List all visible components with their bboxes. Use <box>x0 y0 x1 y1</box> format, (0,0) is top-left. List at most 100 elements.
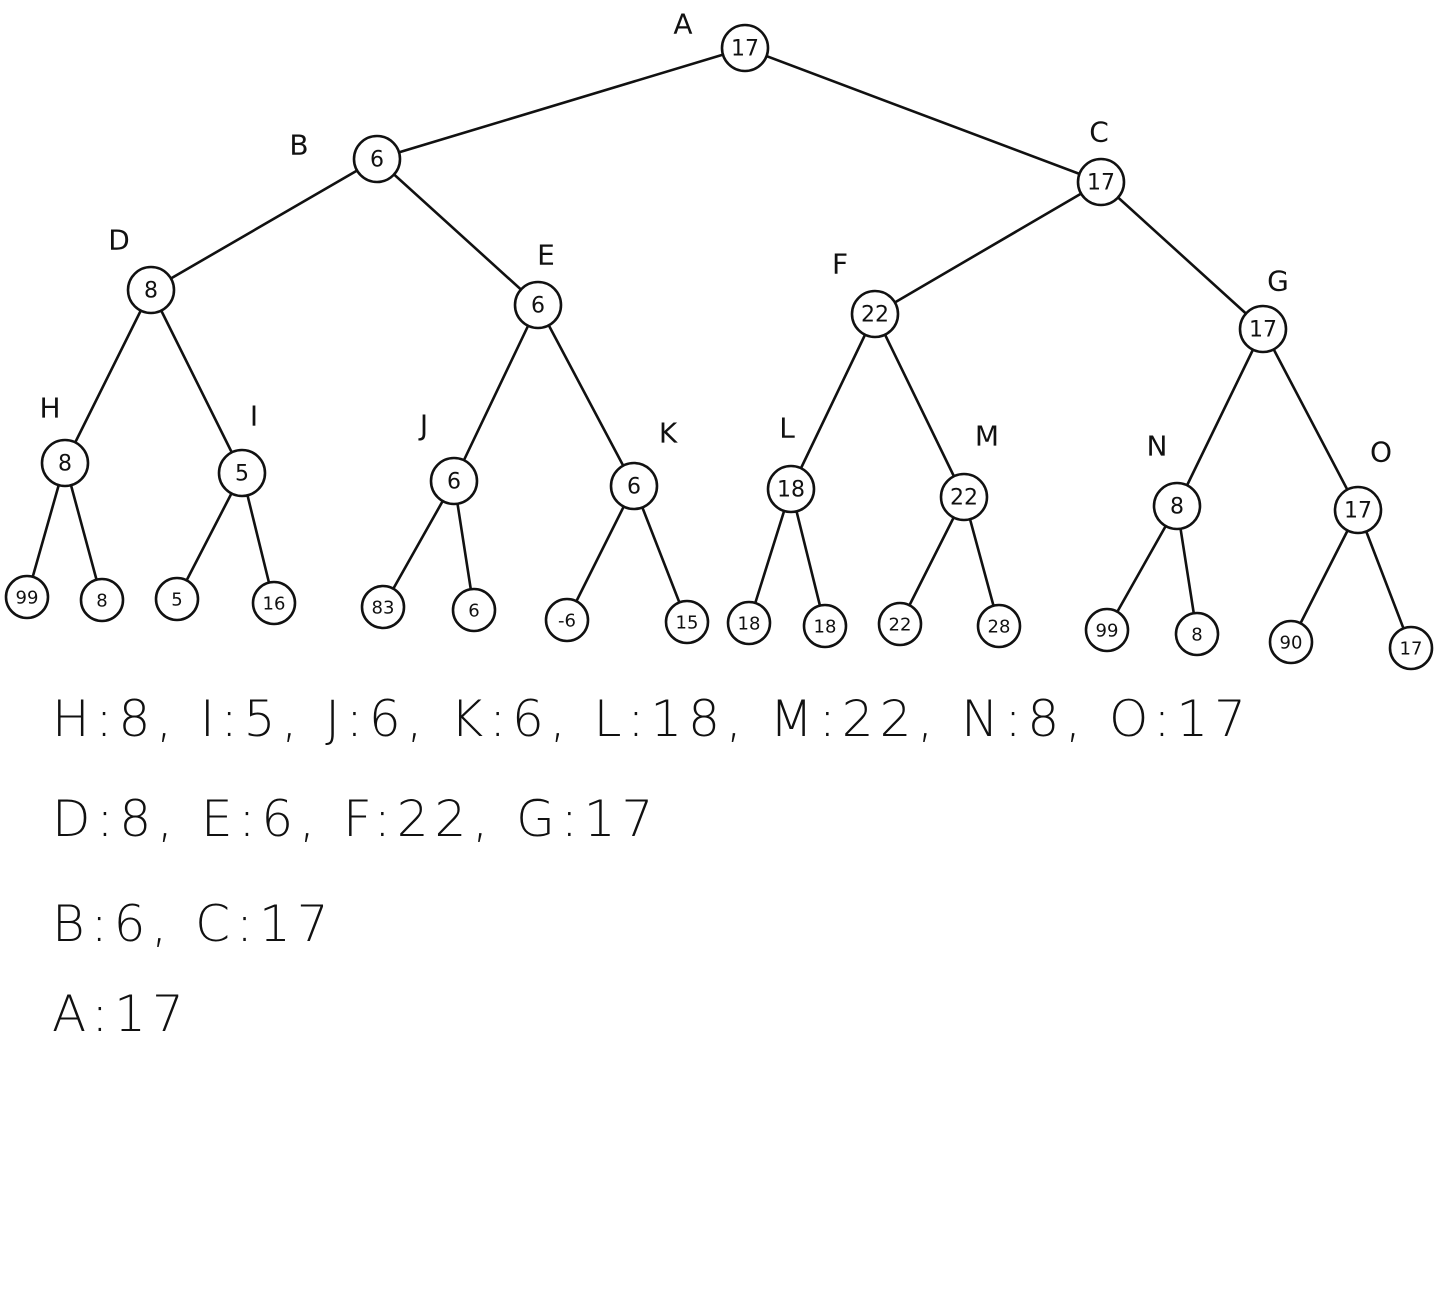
node-circle <box>877 601 923 647</box>
node-label: A <box>673 8 692 41</box>
node-circle <box>939 472 989 522</box>
node-circle <box>360 584 406 630</box>
node-value: 17 <box>731 37 759 62</box>
node-value: 6 <box>370 148 384 173</box>
tree-node-n1: 99 <box>1084 607 1130 653</box>
node-value: 16 <box>263 594 286 615</box>
tree-node-i2: 16 <box>251 580 297 626</box>
tree-node-o1: 90 <box>1268 619 1314 665</box>
node-circle <box>609 461 659 511</box>
tree-node-m: 22 M <box>939 420 999 522</box>
node-circle <box>513 280 563 330</box>
node-label: B <box>289 129 308 162</box>
node-value: 22 <box>950 486 978 511</box>
tree-node-l2: 18 <box>802 603 848 649</box>
node-value: 18 <box>777 478 805 503</box>
node-circle <box>1152 481 1202 531</box>
tree-node-g: 17G <box>1238 265 1289 354</box>
tree-edge-e-j <box>452 303 540 483</box>
node-value: 18 <box>738 614 761 635</box>
node-value: 6 <box>447 470 461 495</box>
node-label: K <box>659 417 678 450</box>
tree-node-j: 6J <box>418 409 479 506</box>
node-circle <box>1333 485 1383 535</box>
tree-edge-b-e <box>375 157 540 307</box>
tree-edge-c-f <box>873 180 1103 316</box>
tree-edge-o-o2 <box>1356 508 1413 650</box>
tree-node-h: 8H <box>39 392 90 488</box>
tree-edge-k-k2 <box>632 484 689 624</box>
node-circle <box>451 587 497 633</box>
node-value: 17 <box>1087 171 1115 196</box>
node-circle <box>429 456 479 506</box>
tree-edge-e-k <box>536 303 636 488</box>
node-value: 15 <box>676 613 699 634</box>
tree-edge-c-g <box>1099 180 1265 331</box>
tree-node-o2: 17 <box>1388 625 1434 671</box>
node-circle <box>720 23 770 73</box>
tree-node-m2: 28 <box>976 603 1022 649</box>
tree-node-c: 17C <box>1076 116 1126 207</box>
tree-node-j1: 83 <box>360 584 406 630</box>
tree-node-h1: 99 <box>4 574 50 620</box>
tree-edge-d-h <box>63 288 153 465</box>
node-circle <box>976 603 1022 649</box>
node-circle <box>1174 611 1220 657</box>
tree-node-m1: 22 <box>877 601 923 647</box>
node-label: J <box>418 409 428 442</box>
tree-node-h2: 8 <box>79 577 125 623</box>
node-value: 8 <box>144 279 158 304</box>
tree-edge-f-l <box>789 312 877 491</box>
node-value: 8 <box>96 591 107 612</box>
node-circle <box>352 134 402 184</box>
node-circle <box>766 464 816 514</box>
tree-edge-g-o <box>1261 327 1360 512</box>
node-label: F <box>832 248 848 281</box>
node-value: 8 <box>58 452 72 477</box>
node-value: 6 <box>531 294 545 319</box>
node-circle <box>1268 619 1314 665</box>
tree-node-n: 8N <box>1147 430 1202 531</box>
node-circle <box>726 600 772 646</box>
tree-node-k2: 15 <box>664 599 710 645</box>
node-value: 8 <box>1170 495 1184 520</box>
tree-node-j2: 6 <box>451 587 497 633</box>
tree-node-l1: 18 <box>726 600 772 646</box>
node-value: 17 <box>1400 639 1423 660</box>
node-value: 17 <box>1249 318 1277 343</box>
tree-node-k1: -6 <box>544 597 590 643</box>
node-circle <box>544 597 590 643</box>
node-circle <box>126 265 176 315</box>
node-circle <box>154 576 200 622</box>
tree-edge-f-m <box>873 312 966 499</box>
node-circle <box>217 448 267 498</box>
tree-node-b: 6B <box>289 129 402 184</box>
node-label: L <box>779 412 795 445</box>
node-value: 18 <box>814 617 837 638</box>
node-value: 99 <box>16 588 39 609</box>
tree-edge-g-n <box>1175 327 1265 508</box>
tree-node-a: 17 A <box>673 8 770 73</box>
node-circle <box>251 580 297 626</box>
node-value: 99 <box>1096 621 1119 642</box>
node-circle <box>850 289 900 339</box>
node-value: 5 <box>235 462 249 487</box>
tree-node-o: 17 O <box>1333 436 1392 535</box>
tree-node-n2: 8 <box>1174 611 1220 657</box>
summary-line-root: A:17 <box>52 985 190 1043</box>
node-circle <box>79 577 125 623</box>
node-value: 8 <box>1191 625 1202 646</box>
node-label: M <box>975 420 999 453</box>
node-circle <box>802 603 848 649</box>
tree-node-e: 6E <box>513 239 563 330</box>
node-circle <box>1238 304 1288 354</box>
node-circle <box>664 599 710 645</box>
node-value: 17 <box>1344 499 1372 524</box>
node-label: O <box>1370 436 1392 469</box>
node-value: 6 <box>468 601 479 622</box>
tree-node-l: 18 L <box>766 412 816 514</box>
tree-edge-a-c <box>743 46 1103 184</box>
tree-node-k: 6K <box>609 417 678 511</box>
node-value: 5 <box>171 590 182 611</box>
